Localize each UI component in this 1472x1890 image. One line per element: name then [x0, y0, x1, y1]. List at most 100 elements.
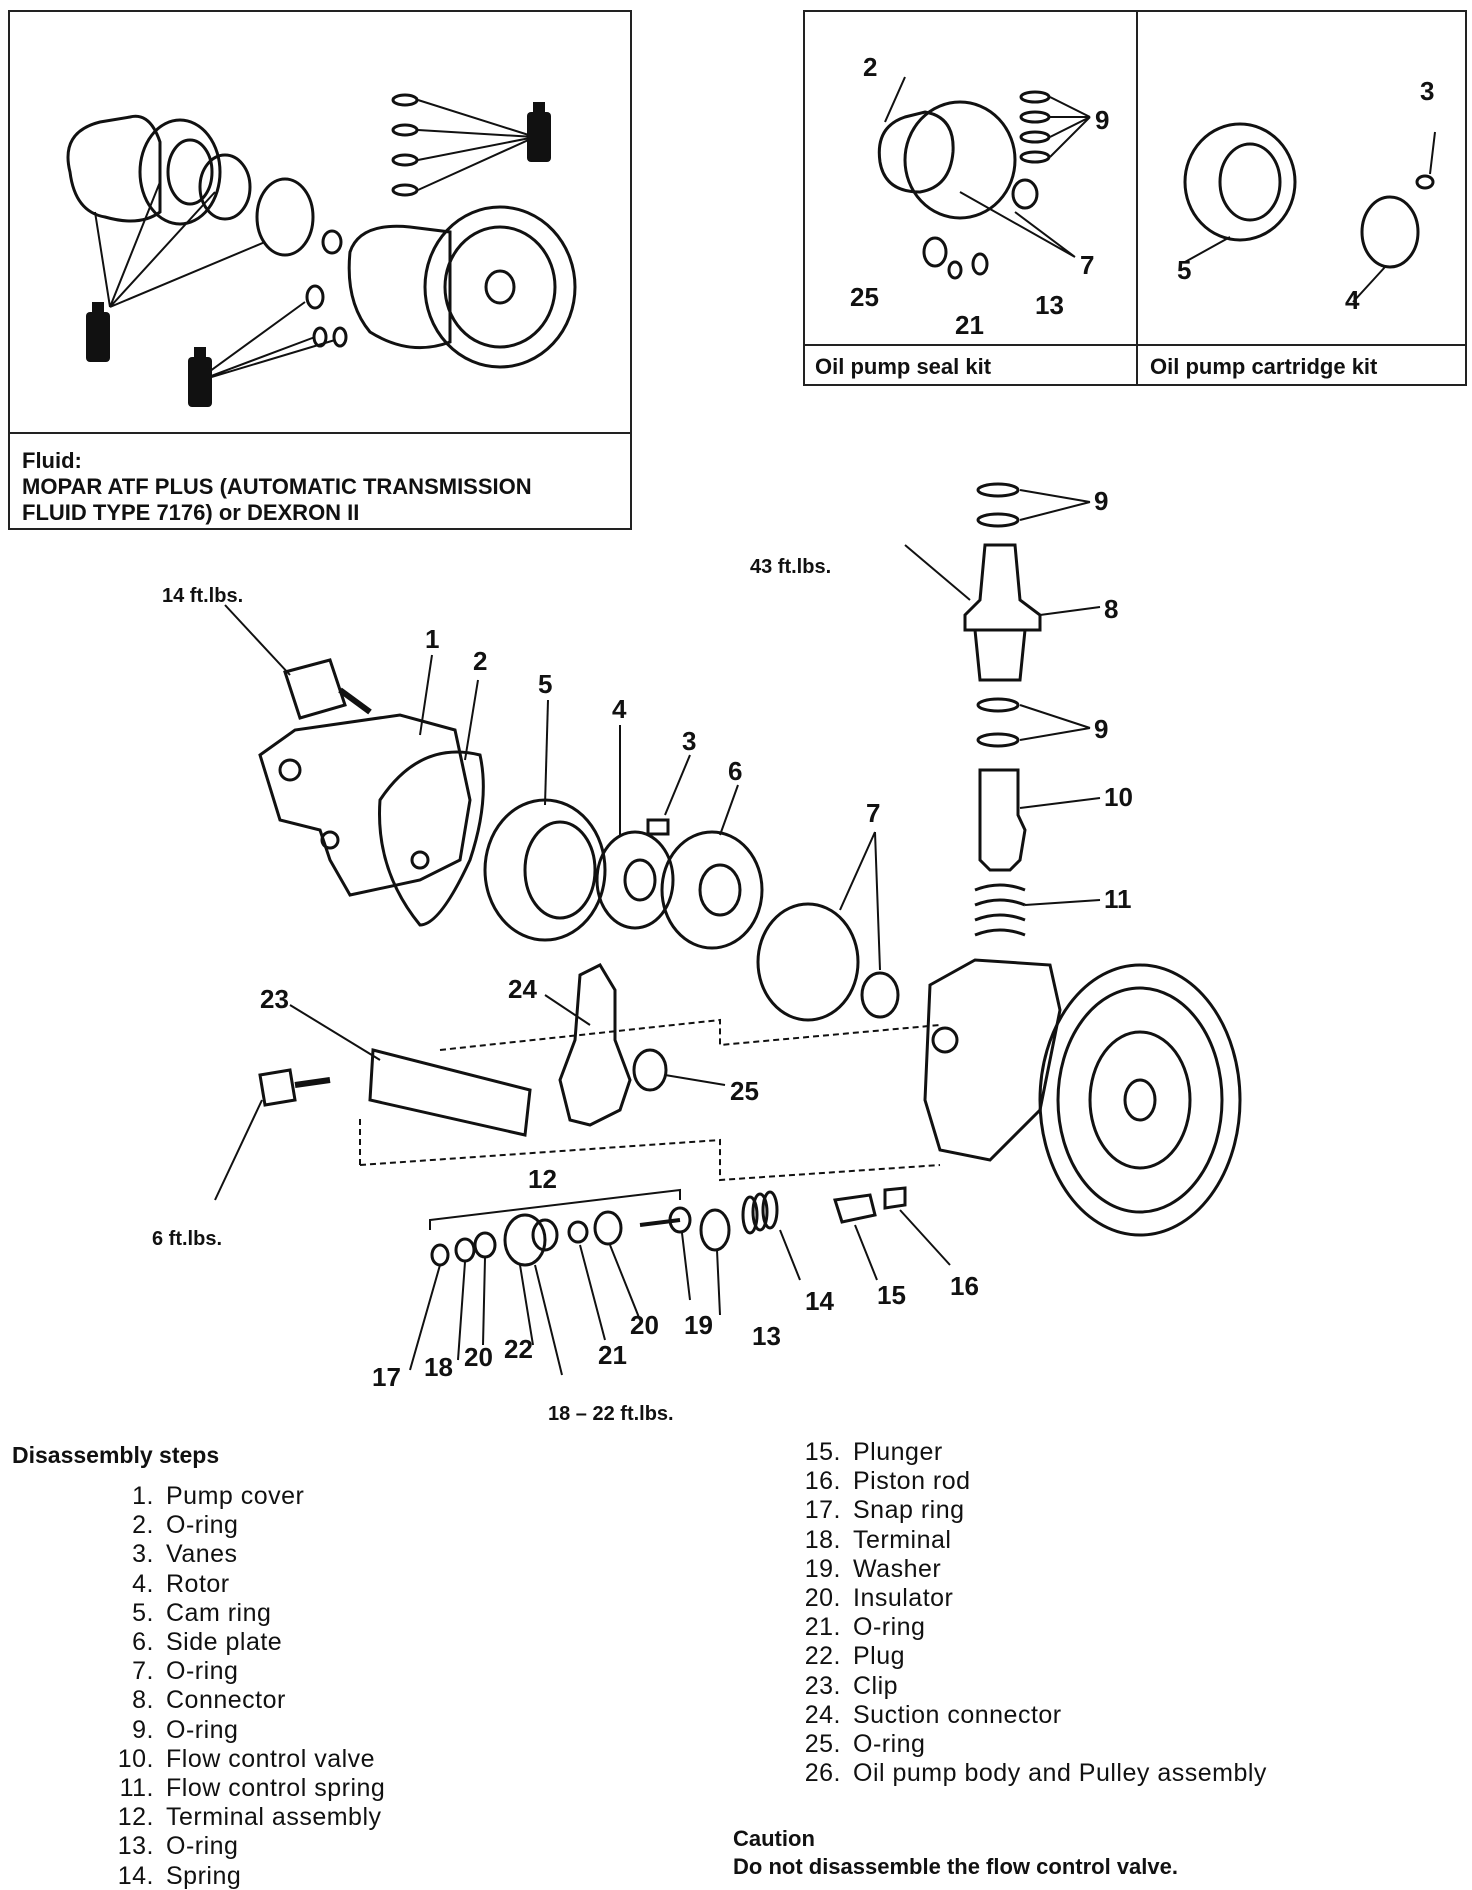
label-2: 2: [473, 646, 487, 676]
step-number: 4.: [132, 1569, 154, 1598]
step-text: O-ring: [166, 1657, 239, 1686]
step-text: Plunger: [853, 1438, 943, 1466]
disassembly-step: 26.Oil pump body and Pulley assembly: [795, 1761, 1267, 1786]
step-number: 10.: [117, 1744, 154, 1773]
cartridge-kit-label-4: 4: [1345, 285, 1360, 315]
disassembly-step: 3.Vanes: [108, 1542, 238, 1567]
torque-14: 14 ft.lbs.: [162, 585, 244, 607]
fluid-divider: [10, 432, 630, 434]
step-text: Clip: [853, 1671, 899, 1700]
step-text: Piston rod: [853, 1467, 971, 1496]
kits-vertical-divider: [1136, 12, 1138, 384]
disassembly-step: 25. O-ring: [795, 1732, 925, 1757]
label-25: 25: [730, 1076, 759, 1106]
step-text: O-ring: [853, 1730, 926, 1758]
step-text: Washer: [853, 1554, 942, 1583]
step-number: 19.: [804, 1554, 841, 1583]
label-14: 14: [805, 1286, 834, 1316]
label-24: 24: [508, 974, 537, 1004]
step-number: 16.: [804, 1467, 841, 1496]
label-6: 6: [728, 756, 742, 786]
exploded-view-diagram: 1 2 5 4 3 6 7 9 8 9 10 11 23 24 25 12 17…: [214, 482, 1242, 1392]
label-8: 8: [1104, 594, 1118, 624]
step-number: 17.: [804, 1496, 841, 1525]
disassembly-step: 1. Pump cover: [108, 1484, 304, 1509]
disassembly-step: 21. O-ring: [795, 1615, 925, 1640]
label-9b: 9: [1094, 714, 1108, 744]
label-20a: 20: [464, 1342, 493, 1372]
step-text: Flow control spring: [166, 1774, 386, 1802]
label-22: 22: [504, 1334, 533, 1364]
step-number: 21.: [804, 1613, 841, 1642]
caution-text: Do not disassemble the flow control valv…: [733, 1854, 1178, 1879]
disassembly-step: 18.Terminal: [795, 1527, 951, 1553]
step-number: 2.: [132, 1511, 154, 1540]
step-text: Rotor: [166, 1569, 230, 1598]
seal-kit-label-2: 2: [863, 52, 878, 82]
label-17: 17: [372, 1362, 401, 1392]
disassembly-step: 15.Plunger: [795, 1440, 943, 1465]
step-text: O-ring: [166, 1832, 239, 1861]
step-text: O-ring: [853, 1613, 926, 1642]
label-19: 19: [684, 1310, 713, 1340]
step-text: O-ring: [166, 1511, 239, 1540]
label-18: 18: [424, 1352, 453, 1382]
torque-43: 43 ft.lbs.: [750, 556, 832, 578]
disassembly-step: 16. Piston rod: [795, 1469, 971, 1494]
disassembly-step: 19. Washer: [795, 1554, 942, 1583]
step-text: Terminal assembly: [166, 1803, 382, 1832]
fluid-illustration: [66, 93, 577, 407]
label-4: 4: [612, 694, 627, 724]
kits-panel: 2 9 7 25 21 13 3 5 4 Oil pump seal kit O…: [803, 10, 1467, 386]
label-12: 12: [528, 1164, 557, 1194]
step-number: 24.: [804, 1700, 841, 1729]
disassembly-step: 5.Cam ring: [108, 1600, 271, 1626]
step-text: Spring: [166, 1861, 242, 1890]
disassembly-step: 13.O-ring: [108, 1834, 238, 1859]
step-number: 1.: [132, 1482, 154, 1510]
label-21: 21: [598, 1340, 627, 1370]
caution-title: Caution: [733, 1826, 815, 1851]
label-13: 13: [752, 1321, 781, 1351]
disassembly-step: 8.Connector: [108, 1688, 286, 1713]
seal-kit-label-9: 9: [1095, 105, 1110, 135]
seal-kit-label-25: 25: [850, 282, 879, 312]
step-number: 25.: [804, 1730, 841, 1758]
fluid-label: Fluid:: [22, 448, 82, 473]
kits-caption-divider: [805, 344, 1465, 346]
disassembly-title: Disassembly steps: [12, 1442, 220, 1468]
disassembly-step: 10. Flow control valve: [108, 1744, 376, 1773]
step-number: 7.: [132, 1657, 154, 1686]
disassembly-step: 24. Suction connector: [795, 1700, 1062, 1729]
step-text: Flow control valve: [166, 1744, 376, 1773]
step-number: 11.: [119, 1774, 154, 1802]
step-text: Suction connector: [853, 1700, 1062, 1729]
torque-18-22: 18 – 22 ft.lbs.: [548, 1403, 674, 1425]
step-text: Insulator: [853, 1584, 954, 1612]
label-1: 1: [425, 624, 439, 654]
step-number: 23.: [804, 1671, 841, 1700]
seal-kit-label-13: 13: [1035, 290, 1064, 320]
step-number: 9.: [132, 1715, 154, 1744]
label-5: 5: [538, 669, 552, 699]
label-9a: 9: [1094, 486, 1108, 516]
seal-kit-label-7: 7: [1080, 250, 1095, 280]
seal-kit-label-21: 21: [955, 310, 984, 340]
fluid-panel: Fluid: MOPAR ATF PLUS (AUTOMATIC TRANSMI…: [8, 10, 632, 530]
disassembly-step: 20. Insulator: [795, 1586, 953, 1611]
label-7: 7: [866, 798, 880, 828]
label-3: 3: [682, 726, 696, 756]
step-text: Pump cover: [166, 1482, 305, 1510]
step-text: Plug: [853, 1642, 906, 1671]
label-10: 10: [1104, 782, 1133, 812]
disassembly-step: 11. Flow control spring: [108, 1776, 385, 1801]
step-text: O-ring: [166, 1715, 239, 1744]
disassembly-step: 9. O-ring: [108, 1715, 239, 1744]
step-number: 14.: [117, 1861, 154, 1890]
label-20b: 20: [630, 1310, 659, 1340]
fluid-spec-line2: FLUID TYPE 7176) or DEXRON II: [22, 500, 360, 525]
step-number: 12.: [117, 1803, 154, 1832]
step-number: 20.: [804, 1584, 841, 1612]
disassembly-step: 6.Side plate: [108, 1630, 282, 1655]
disassembly-step: 12. Terminal assembly: [108, 1805, 382, 1830]
